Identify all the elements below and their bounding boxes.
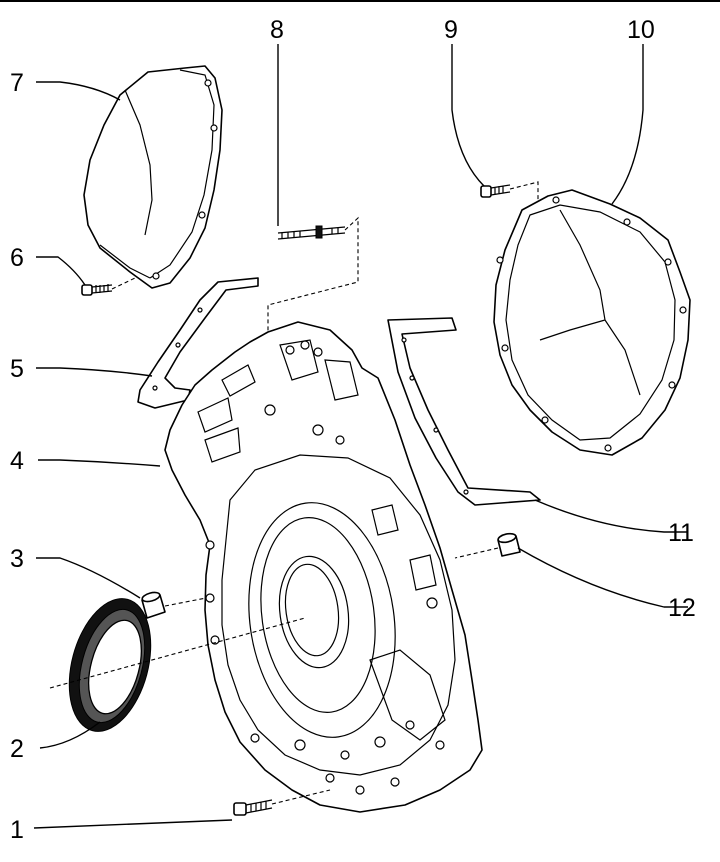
leader-5 [36, 367, 153, 377]
callout-3: 3 [10, 545, 24, 573]
part-8-stud [267, 216, 359, 345]
callout-12: 12 [668, 594, 696, 622]
part-3-dowel [141, 591, 207, 619]
leader-10 [611, 44, 644, 205]
part-5-gasket [137, 277, 259, 409]
callout-11: 11 [668, 519, 694, 547]
part-6-bolt [81, 277, 136, 296]
leader-12 [517, 547, 688, 608]
part-4-housing [164, 321, 483, 813]
part-7-upper-timing-cover [83, 65, 223, 289]
part-1-bolt [233, 789, 331, 816]
callout-8: 8 [270, 16, 284, 44]
callout-1: 1 [10, 816, 24, 844]
leader-9 [451, 44, 485, 187]
leader-11 [534, 499, 688, 533]
leader-1 [33, 819, 233, 829]
callout-6: 6 [10, 244, 24, 272]
leader-7 [36, 81, 121, 101]
leader-2 [39, 721, 101, 749]
leader-lines [33, 44, 688, 829]
part-12-dowel [454, 532, 521, 559]
callout-5: 5 [10, 355, 24, 383]
part-11-gasket [387, 317, 541, 506]
callout-10: 10 [627, 16, 655, 44]
leader-6 [36, 256, 86, 286]
leader-4 [38, 459, 161, 467]
callout-9: 9 [444, 16, 458, 44]
callout-labels: 1 2 3 4 5 6 7 8 9 10 11 12 [10, 16, 696, 844]
callout-4: 4 [10, 447, 24, 475]
callout-2: 2 [10, 735, 24, 763]
callout-7: 7 [10, 69, 24, 97]
part-2-shaft-seal [49, 598, 306, 732]
part-10-large-cover [493, 189, 691, 456]
leader-3 [36, 557, 141, 599]
